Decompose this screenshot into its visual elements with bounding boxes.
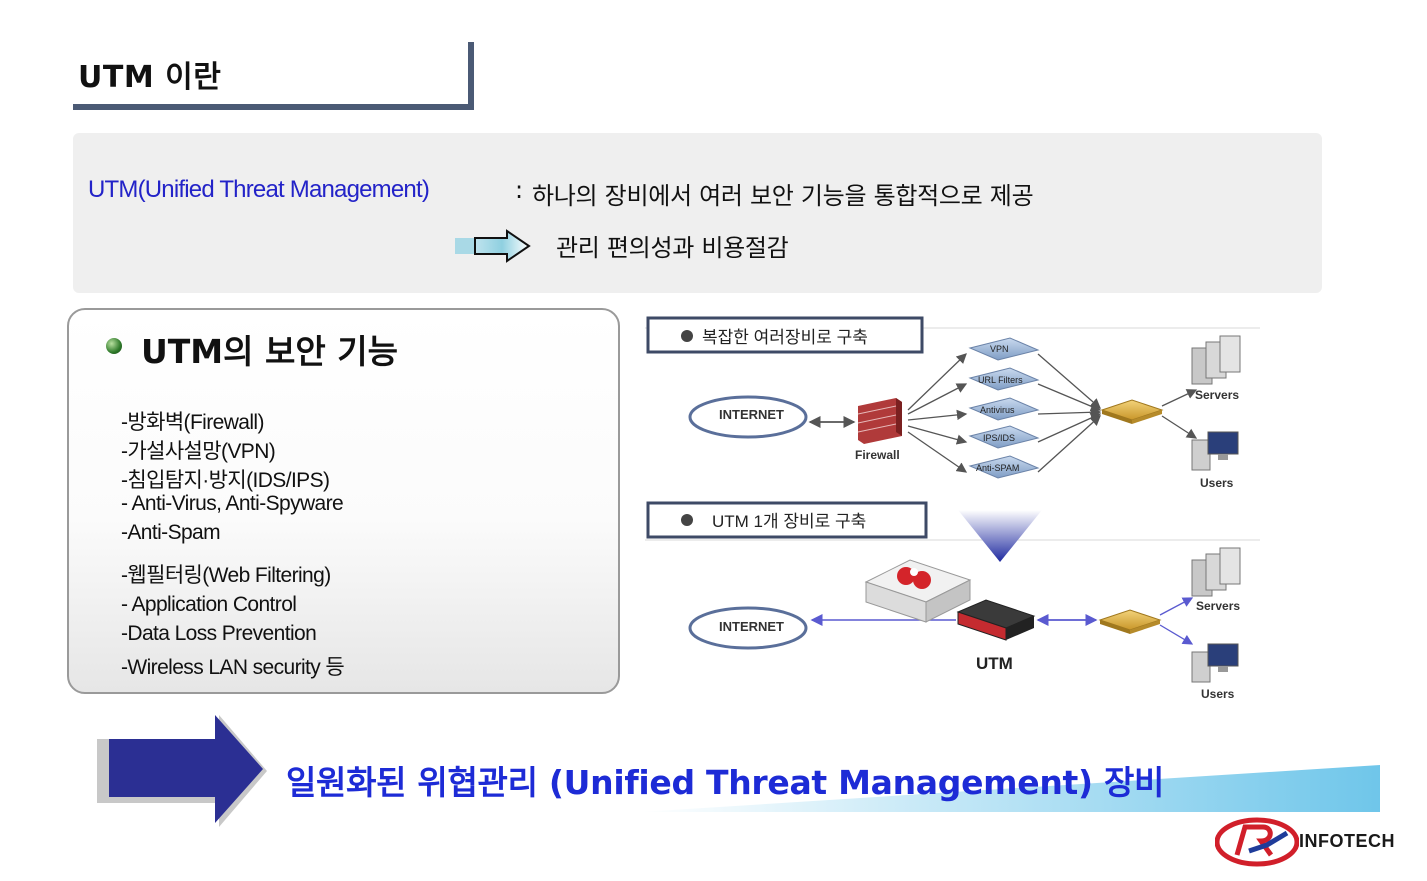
caption-bottom: UTM 1개 장비로 구축 (712, 512, 866, 531)
banner-arrow-icon (97, 715, 267, 827)
feature-item: -웹필터링(Web Filtering) (121, 564, 331, 587)
definition-colon: : (515, 176, 524, 204)
users-label-top: Users (1200, 476, 1234, 490)
bullet-icon (106, 338, 122, 354)
feature-item: -Wireless LAN security 등 (121, 656, 345, 679)
users-icon (1191, 431, 1239, 471)
feature-item: - Anti-Virus, Anti-Spyware (121, 492, 344, 515)
banner-text: 일원화된 위협관리 (Unified Threat Management) 장비 (286, 763, 1165, 802)
svg-text:VPN: VPN (990, 344, 1009, 354)
firewall-label: Firewall (855, 448, 900, 462)
feature-item: -가설사설망(VPN) (121, 440, 276, 463)
logo-text: INFOTECH (1299, 831, 1395, 851)
internet-label-top: INTERNET (719, 407, 784, 422)
internet-label-bottom: INTERNET (719, 619, 784, 634)
firewall-icon (857, 398, 902, 444)
cloud-icon: INTERNET (688, 606, 808, 650)
svg-text:Antivirus: Antivirus (980, 405, 1015, 415)
module-anti-spam: Anti-SPAM (968, 455, 1040, 479)
definition-result: 관리 편의성과 비용절감 (556, 234, 789, 262)
feature-item: -Data Loss Prevention (121, 622, 317, 645)
svg-text:URL Filters: URL Filters (978, 375, 1023, 385)
down-triangle-icon (958, 510, 1042, 562)
feature-item: - Application Control (121, 593, 297, 616)
caption-box-top: 복잡한 여러장비로 구축 (646, 316, 924, 354)
title-box (73, 42, 474, 110)
caption-box-bottom: UTM 1개 장비로 구축 (646, 501, 928, 539)
definition-panel (73, 133, 1322, 293)
feature-panel (67, 308, 620, 694)
users-icon (1191, 643, 1239, 683)
network-diagram: 복잡한 여러장비로 구축 INTERNET Firewall VPN URL F… (645, 316, 1260, 701)
page-title: UTM 이란 (78, 60, 222, 95)
utm-label: UTM (976, 654, 1013, 673)
infotech-logo-icon (1215, 817, 1299, 867)
module-antivirus: Antivirus (968, 397, 1040, 421)
feature-item: -Anti-Spam (121, 521, 221, 544)
definition-term: UTM(Unified Threat Management) (88, 176, 430, 203)
utm-appliance-icon (864, 559, 1036, 641)
caption-top: 복잡한 여러장비로 구축 (702, 328, 868, 347)
right-arrow-icon (455, 229, 531, 263)
servers-icon (1191, 547, 1241, 597)
svg-text:Anti-SPAM: Anti-SPAM (976, 463, 1019, 473)
feature-heading: UTM의 보안 기능 (141, 332, 398, 371)
banner-stripe (640, 765, 1380, 812)
cloud-icon: INTERNET (688, 395, 808, 439)
switch-icon (1098, 609, 1162, 634)
module-vpn: VPN (968, 337, 1040, 361)
users-label-bottom: Users (1201, 687, 1235, 701)
servers-label-bottom: Servers (1196, 599, 1240, 613)
feature-item: -방화벽(Firewall) (121, 411, 264, 434)
servers-icon (1191, 335, 1241, 385)
module-url-filters: URL Filters (968, 367, 1040, 391)
svg-text:IPS/IDS: IPS/IDS (983, 433, 1015, 443)
feature-item: -침입탐지·방지(IDS/IPS) (121, 469, 330, 492)
servers-label-top: Servers (1195, 388, 1239, 402)
module-ips-ids: IPS/IDS (968, 425, 1040, 449)
switch-icon (1100, 399, 1164, 424)
definition-description: 하나의 장비에서 여러 보안 기능을 통합적으로 제공 (532, 182, 1034, 210)
